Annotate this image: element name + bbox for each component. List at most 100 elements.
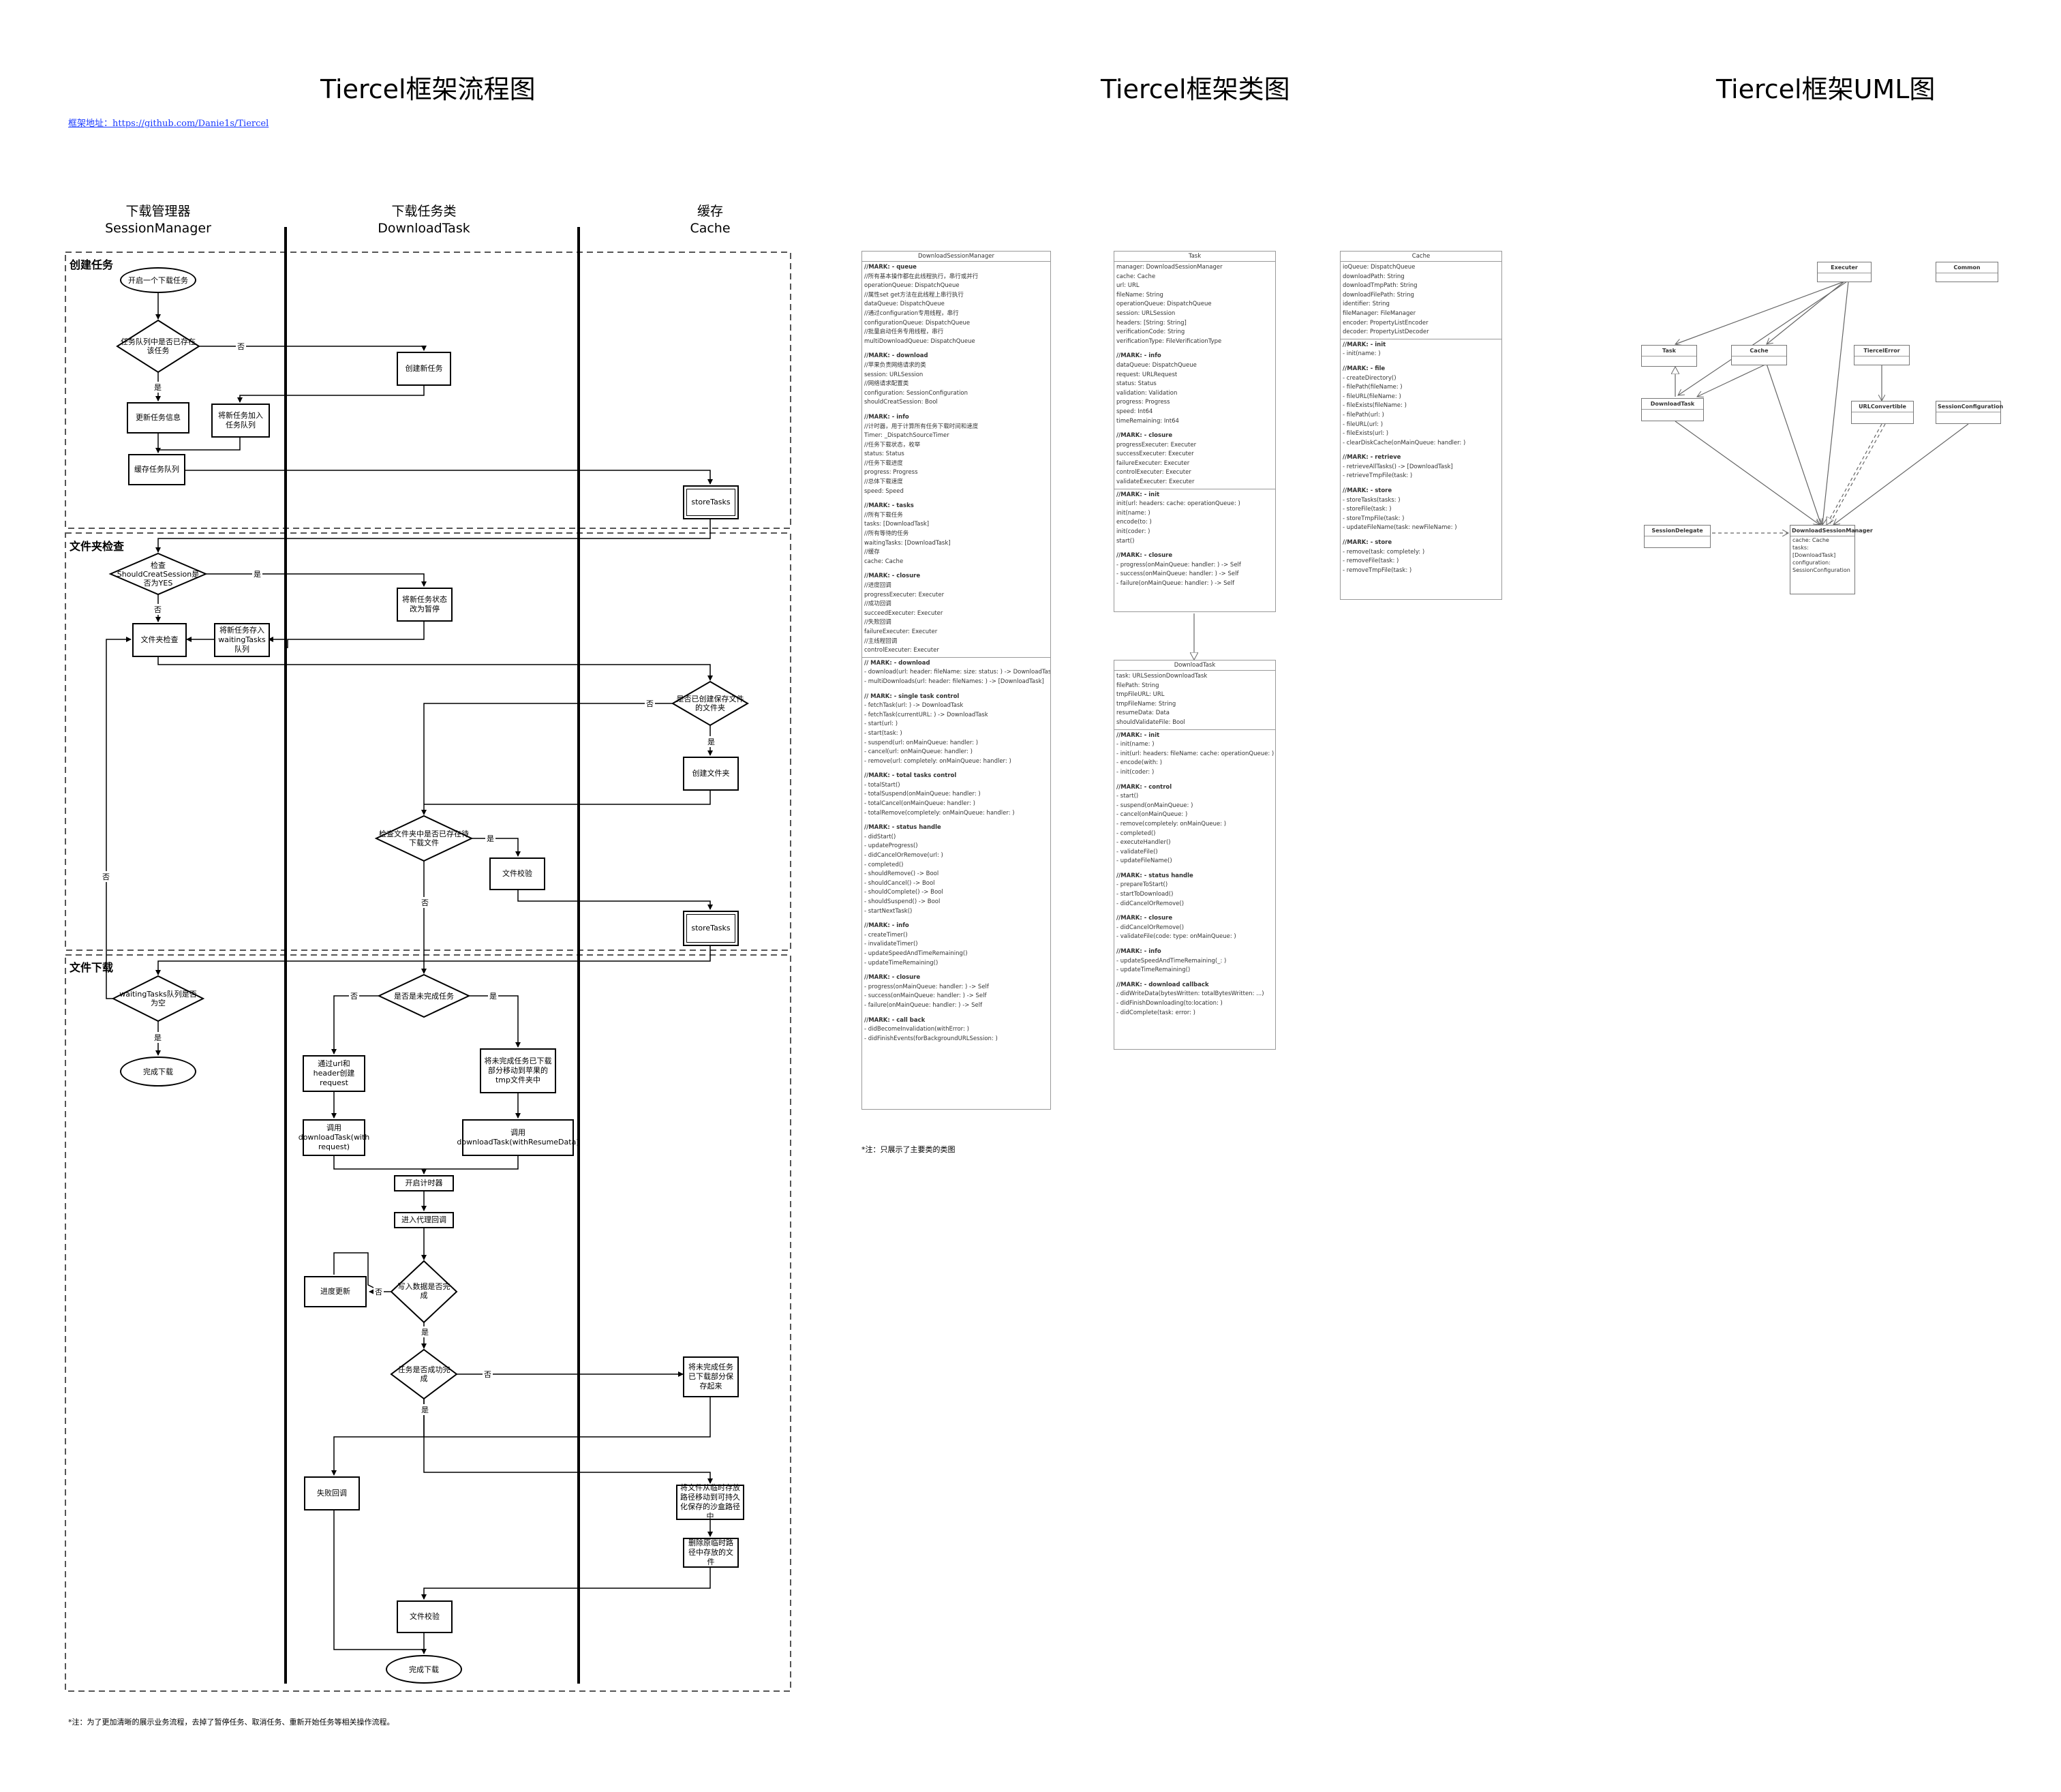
class-member: //所有等待的任务 xyxy=(864,530,909,538)
uml-class-name: DownloadTask xyxy=(1642,399,1703,410)
class-mark-header: //MARK: - queue xyxy=(864,264,917,271)
class-member: - storeTmpFile(task: ) xyxy=(1343,515,1405,522)
class-gap xyxy=(864,408,1048,413)
class-member: - storeFile(task: ) xyxy=(1343,506,1392,513)
class-member: - totalCancel(onMainQueue: handler: ) xyxy=(864,800,975,808)
class-member: url: URL xyxy=(1116,282,1140,290)
uml-class-name: SessionDelegate xyxy=(1645,526,1710,536)
class-name: DownloadTask xyxy=(1114,660,1275,671)
label-no: 否 xyxy=(420,897,430,908)
class-member: //任务下载状态，枚举 xyxy=(864,441,921,449)
class-member: shouldCreatSession: Bool xyxy=(864,399,938,406)
class-member: - progress(onMainQueue: handler: ) -> Se… xyxy=(864,983,989,990)
repo-link[interactable]: 框架地址：https://github.com/Danie1s/Tiercel xyxy=(68,119,269,129)
class-mark-header: //MARK: - retrieve xyxy=(1343,454,1401,461)
class-member: - fileURL(url: ) xyxy=(1343,421,1384,428)
class-member: - multiDownloads(url: header: fileNames:… xyxy=(864,678,1044,685)
class-member: controlExecuter: Executer xyxy=(1116,469,1191,476)
class-member: failureExecuter: Executer xyxy=(864,628,938,635)
class-member: speed: Speed xyxy=(864,487,904,495)
class-member: progressExecuter: Executer xyxy=(1116,441,1197,449)
class-member: tmpFileName: String xyxy=(1116,700,1176,708)
class-gap xyxy=(1116,975,1273,981)
class-member: - updateFileName(task: newFileName: ) xyxy=(1343,524,1457,532)
class-member: failureExecuter: Executer xyxy=(1116,459,1190,467)
move-tmp-node: 将未完成任务已下载部分移动到苹果的tmp文件夹中 xyxy=(480,1048,556,1093)
class-member: - validateFile() xyxy=(1116,848,1158,855)
class-member: cache: Cache xyxy=(1116,273,1156,280)
class-member: - suspend(url: onMainQueue: handler: ) xyxy=(864,739,979,746)
label-no: 否 xyxy=(349,990,359,1001)
cache-queue-node: 缓存任务队列 xyxy=(128,454,185,485)
class-member: - init(url: headers: fileName: cache: op… xyxy=(1116,750,1274,757)
class-gap xyxy=(1343,533,1499,538)
file-exists-text: 检查文件夹中是否已存在待下载文件 xyxy=(379,830,469,847)
unfinished-text: 是否是未完成任务 xyxy=(394,991,454,1001)
class-member: - shouldCancel() -> Bool xyxy=(864,879,935,887)
lane-header-en: SessionManager xyxy=(105,221,211,236)
class-member: //批量启动任务专用线程，串行 xyxy=(864,329,944,336)
lane-header-cn: 缓存 xyxy=(697,204,723,219)
class-diagram-note: *注：只展示了主要类的类图 xyxy=(861,1145,956,1154)
class-member: - download(url: header: fileName: size: … xyxy=(864,669,1051,676)
class-member: //计时器，用于计算所有任务下载时间和速度 xyxy=(864,423,979,430)
class-download-task: DownloadTask task: URLSessionDownloadTas… xyxy=(1114,660,1276,1050)
class-member: progressExecuter: Executer xyxy=(864,591,945,598)
class-member: init(url: headers: cache: operationQueue… xyxy=(1116,500,1240,508)
class-member: successExecuter: Executer xyxy=(1116,451,1194,458)
class-member: - init(name: ) xyxy=(1116,741,1155,748)
uml-class-name: SessionConfiguration xyxy=(1936,401,2003,412)
start-timer-node: 开启计时器 xyxy=(394,1175,454,1191)
class-member: shouldValidateFile: Bool xyxy=(1116,718,1185,726)
call-with-request-node: 调用downloadTask(with request) xyxy=(299,1119,369,1156)
label-no: 否 xyxy=(153,604,163,615)
uml-tiercel-error: TiercelError xyxy=(1854,345,1910,365)
folder-created-text: 是否已创建保存文件的文件夹 xyxy=(676,695,744,712)
label-no: 否 xyxy=(101,871,111,882)
uml-session-configuration: SessionConfiguration xyxy=(1936,401,2003,424)
uml-class-name: Task xyxy=(1642,346,1696,356)
class-member: operationQueue: DispatchQueue xyxy=(864,282,960,290)
class-member: - didCancelOrRemove(url: ) xyxy=(864,852,943,860)
class-gap xyxy=(1116,909,1273,914)
uml-task: Task xyxy=(1641,345,1697,367)
class-member: - remove(task: completely: ) xyxy=(1343,548,1425,556)
class-member: manager: DownloadSessionManager xyxy=(1116,264,1223,271)
write-done-text: 写入数据是否完成 xyxy=(397,1282,451,1300)
delete-tmp-node: 删除原临时路径中存放的文件 xyxy=(683,1538,739,1568)
class-member: start() xyxy=(1116,537,1135,545)
class-member: - success(onMainQueue: handler: ) -> Sel… xyxy=(864,992,987,1000)
move-final-node: 将文件从临时存放路径移动到可持久化保存的沙盒路径中 xyxy=(676,1483,744,1521)
label-yes: 是 xyxy=(153,382,163,393)
class-member: //主线程回调 xyxy=(864,637,898,645)
section-create-task: 创建任务 xyxy=(70,258,114,271)
class-member: - init(coder: ) xyxy=(1116,768,1155,776)
class-member: headers: [String: String] xyxy=(1116,319,1187,326)
class-member: //失败回调 xyxy=(864,619,891,626)
class-member: tmpFileURL: URL xyxy=(1116,691,1165,699)
class-member: - encode(with: ) xyxy=(1116,759,1163,767)
class-member: - retrieveAllTasks() -> [DownloadTask] xyxy=(1343,463,1453,470)
diamond-unfinished xyxy=(377,973,471,1018)
section-create-frame xyxy=(65,252,791,529)
class-gap xyxy=(864,566,1048,572)
uml-class-name: Cache xyxy=(1732,346,1786,356)
update-info-node: 更新任务信息 xyxy=(127,402,189,434)
class-member: encode(to: ) xyxy=(1116,519,1152,526)
class-member: - startToDownload() xyxy=(1116,891,1174,898)
class-name: DownloadSessionManager xyxy=(862,252,1050,262)
class-methods: // MARK: - download- download(url: heade… xyxy=(862,658,1050,1046)
label-yes: 是 xyxy=(420,1326,430,1337)
class-member: speed: Int64 xyxy=(1116,408,1153,415)
class-member: //通过configuration专用线程，串行 xyxy=(864,309,959,317)
class-member: - progress(onMainQueue: handler: ) -> Se… xyxy=(1116,561,1241,568)
class-member: task: URLSessionDownloadTask xyxy=(1116,673,1208,680)
class-mark-header: //MARK: - download xyxy=(864,352,928,360)
class-member: //总体下载速度 xyxy=(864,479,903,486)
class-gap xyxy=(1116,426,1273,431)
class-member: - didWriteData(bytesWritten: totalBytesW… xyxy=(1116,990,1264,998)
class-gap xyxy=(864,1011,1048,1016)
class-mark-header: //MARK: - store xyxy=(1343,487,1392,495)
class-member: - didComplete(task: error: ) xyxy=(1116,1009,1195,1016)
